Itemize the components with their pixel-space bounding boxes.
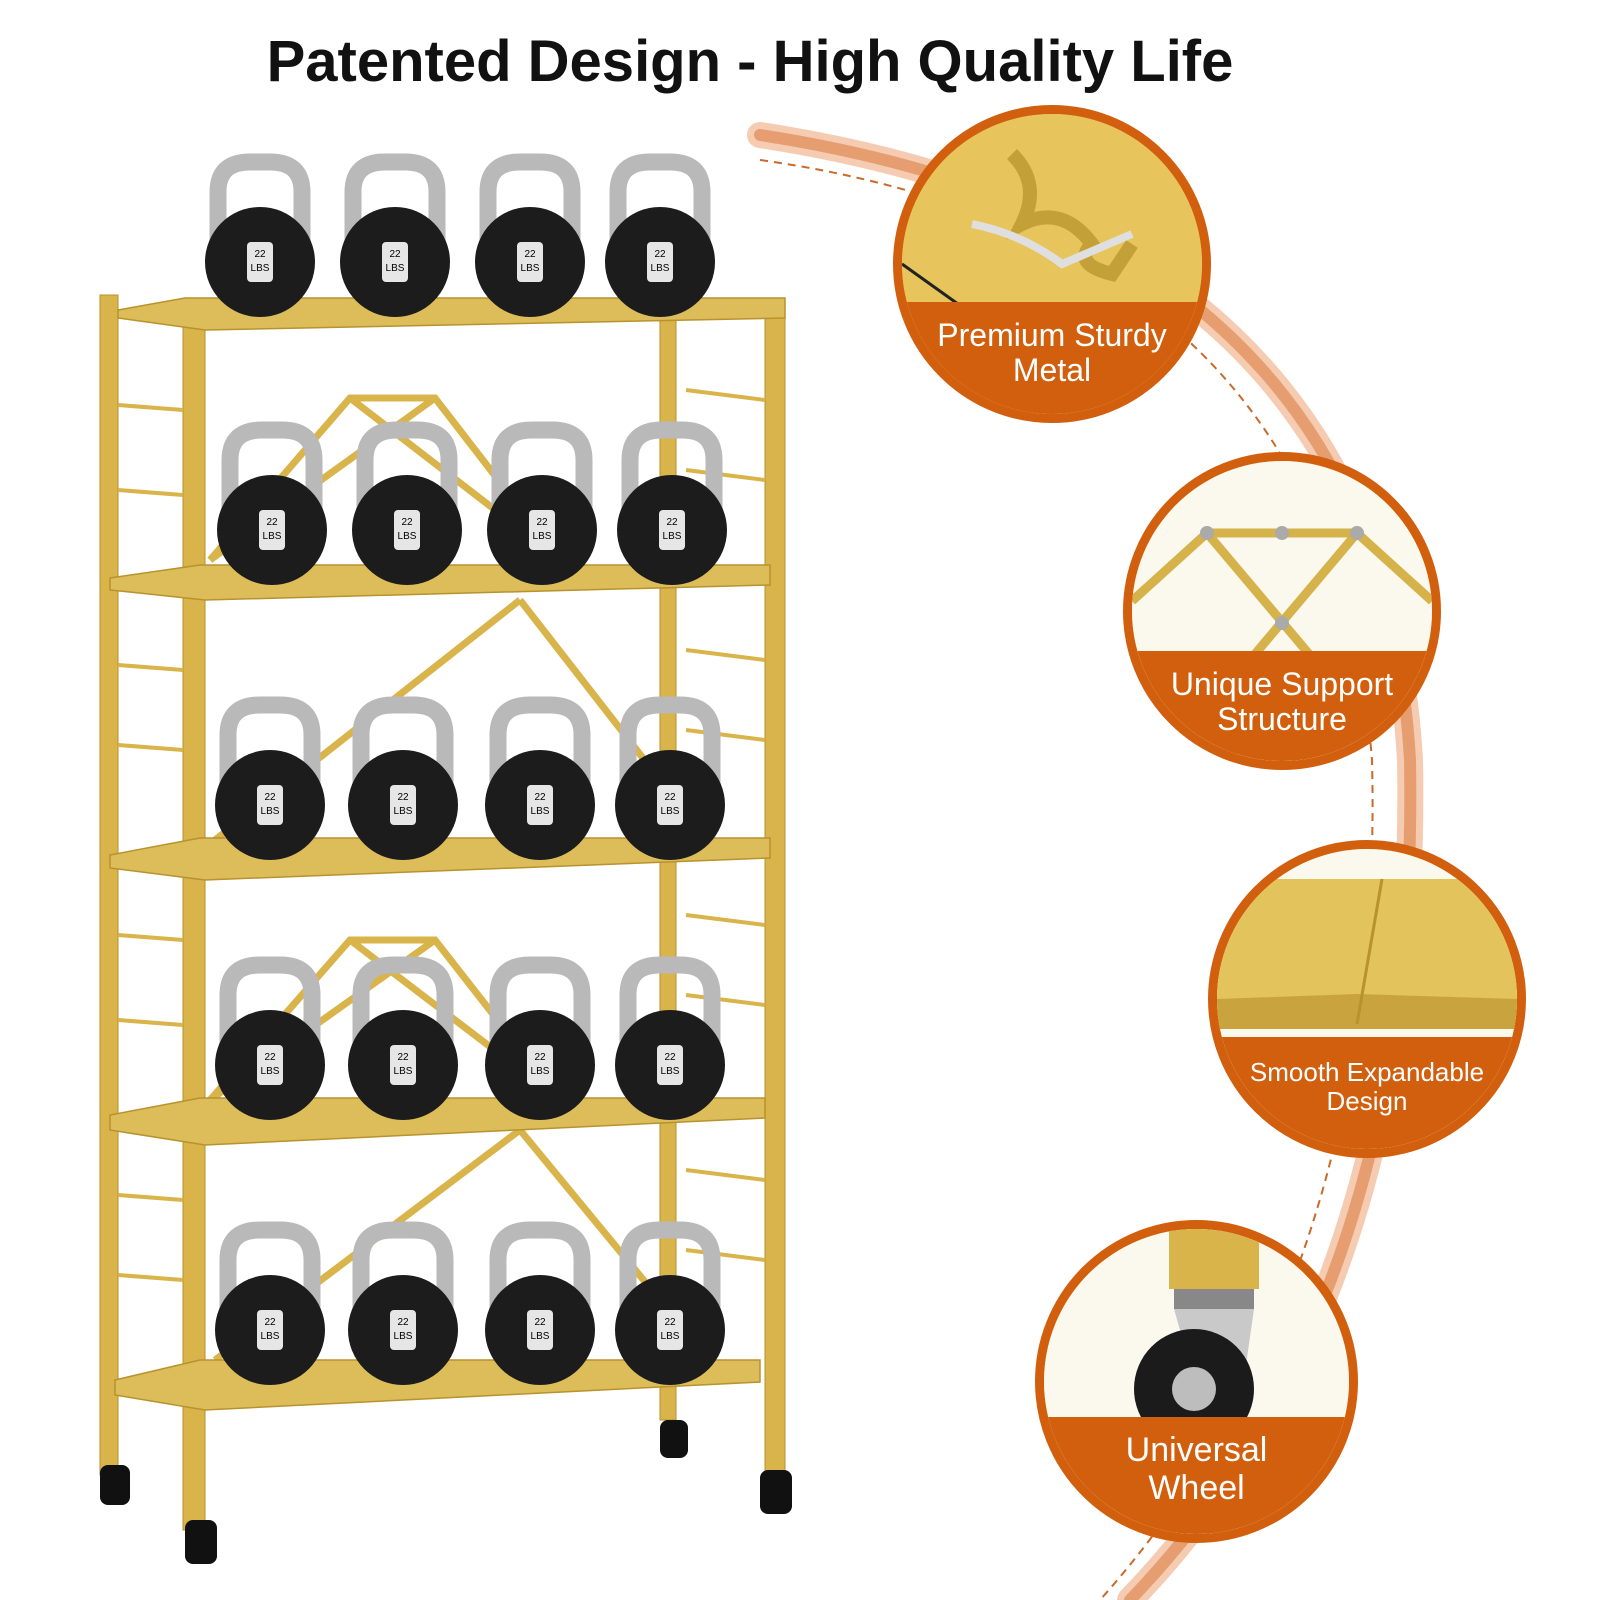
feature-label-3a: Smooth Expandable [1249, 1057, 1485, 1088]
kettlebell-weight-label: 22 [264, 792, 276, 803]
kettlebell-weight-label: 22 [536, 517, 548, 528]
feature-label-1a: Premium Sturdy [937, 316, 1167, 353]
kettlebell-unit-label: LBS [531, 806, 550, 817]
kettlebell-unit-label: LBS [261, 1331, 280, 1342]
kettlebell-weight-label: 22 [401, 517, 413, 528]
rack-frame [99, 294, 786, 1531]
kettlebell-weight-label: 22 [524, 249, 536, 260]
kettlebell-unit-label: LBS [263, 531, 282, 542]
kettlebell-weight-label: 22 [389, 249, 401, 260]
kettlebell-unit-label: LBS [521, 263, 540, 274]
feature-callout-expandable: Smooth Expandable Design [1208, 840, 1526, 1158]
kettlebell-unit-label: LBS [661, 1066, 680, 1077]
kettlebell-weight-label: 22 [664, 1317, 676, 1328]
feature-label-2b: Structure [1217, 701, 1347, 737]
kettlebell-unit-label: LBS [531, 1066, 550, 1077]
kettlebell-unit-label: LBS [251, 263, 270, 274]
kettlebell-weight-label: 22 [664, 792, 676, 803]
kettlebell-unit-label: LBS [394, 1066, 413, 1077]
kettlebell-weight-label: 22 [264, 1052, 276, 1063]
kettlebell-unit-label: LBS [386, 263, 405, 274]
kettlebell-unit-label: LBS [533, 531, 552, 542]
kettlebell-weight-label: 22 [266, 517, 278, 528]
feature-label-1b: Metal [1012, 352, 1092, 388]
kettlebell-weight-label: 22 [534, 1317, 546, 1328]
kettlebell-unit-label: LBS [531, 1331, 550, 1342]
kettlebell-unit-label: LBS [661, 806, 680, 817]
feature-callout-metal: Premium Sturdy Metal [893, 105, 1211, 423]
caster-wheels [100, 1420, 792, 1564]
page-title: Patented Design - High Quality Life [266, 29, 1234, 94]
kettlebell-unit-label: LBS [394, 1331, 413, 1342]
kettlebell-unit-label: LBS [261, 1066, 280, 1077]
kettlebell-weight-label: 22 [254, 249, 266, 260]
feature-callout-wheel: Universal Wheel [1035, 1220, 1358, 1543]
kettlebell-unit-label: LBS [398, 531, 417, 542]
kettlebell-weight-label: 22 [534, 1052, 546, 1063]
feature-label-3b: Design [1326, 1086, 1408, 1116]
kettlebell-group: 22LBS22LBS22LBS22LBS22LBS22LBS22LBS22LBS… [205, 153, 727, 1385]
feature-callout-support: Unique Support Structure [1123, 452, 1441, 770]
feature-label-4b: Wheel [1148, 1468, 1245, 1507]
feature-label-2a: Unique Support [1170, 665, 1394, 702]
kettlebell-unit-label: LBS [261, 806, 280, 817]
kettlebell-unit-label: LBS [661, 1331, 680, 1342]
feature-label-4a: Universal [1125, 1431, 1268, 1470]
kettlebell-weight-label: 22 [654, 249, 666, 260]
kettlebell-weight-label: 22 [397, 792, 409, 803]
kettlebell-unit-label: LBS [663, 531, 682, 542]
kettlebell-weight-label: 22 [397, 1317, 409, 1328]
kettlebell-unit-label: LBS [394, 806, 413, 817]
kettlebell-weight-label: 22 [397, 1052, 409, 1063]
kettlebell-weight-label: 22 [534, 792, 546, 803]
kettlebell-weight-label: 22 [664, 1052, 676, 1063]
kettlebell-unit-label: LBS [651, 263, 670, 274]
kettlebell-weight-label: 22 [264, 1317, 276, 1328]
kettlebell-weight-label: 22 [666, 517, 678, 528]
